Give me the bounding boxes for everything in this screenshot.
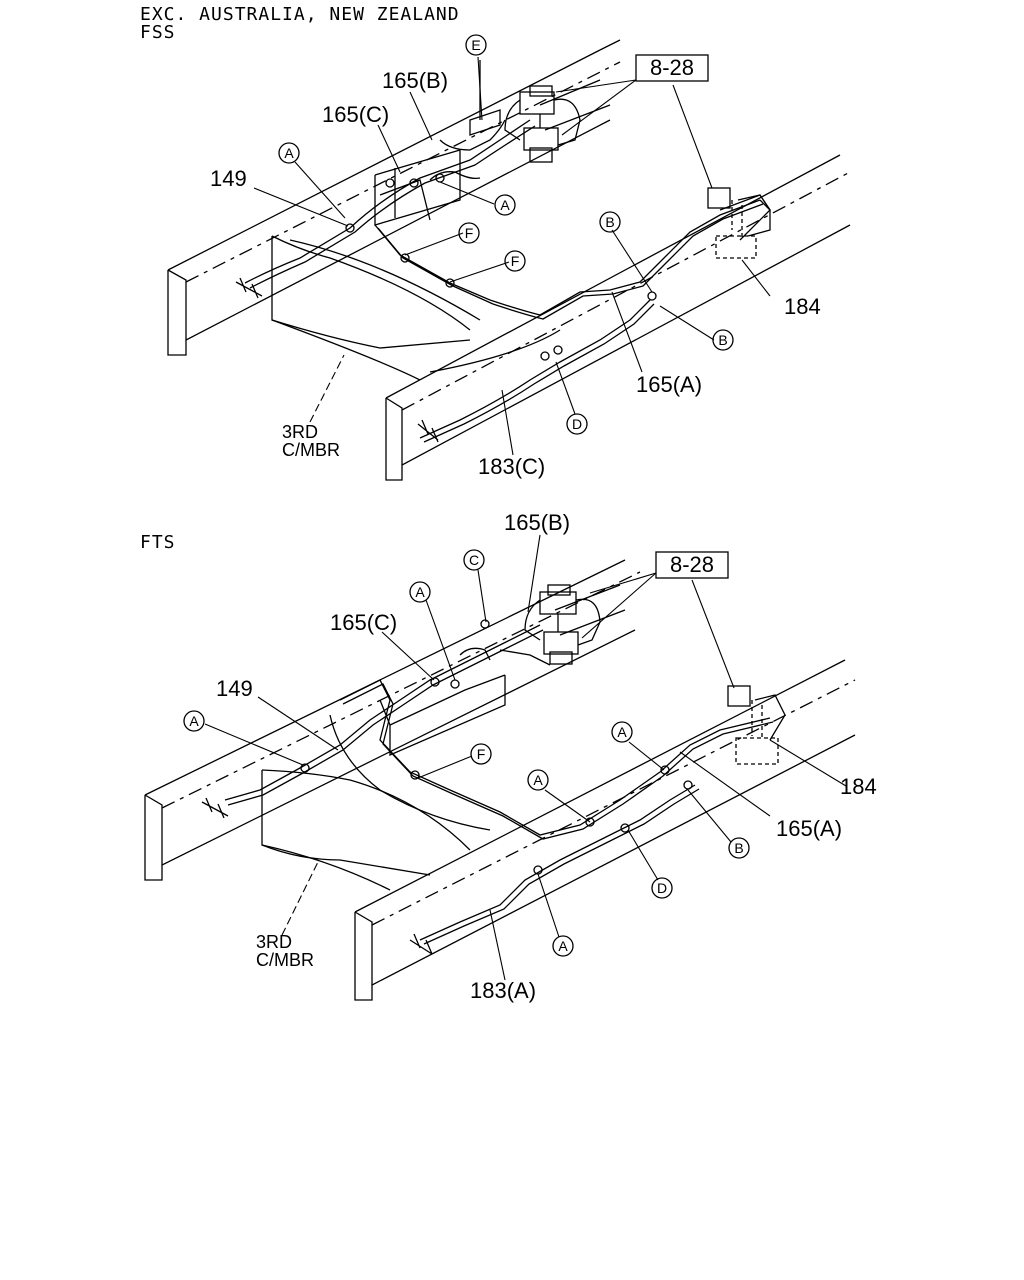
callout-a-3-fts: A: [611, 721, 633, 743]
ref-box-8-28: [635, 54, 709, 82]
diagram-fts: 8-28 165(B) 165(C) 149 184 165(A) 183(A)…: [144, 510, 877, 1003]
valve-bracket-fts: [379, 674, 506, 756]
callout-b-fts-text: B: [734, 840, 743, 856]
callout-a-1: A: [278, 142, 300, 164]
callout-a-1-fts: A: [409, 581, 431, 603]
callout-f-1: F: [458, 222, 480, 244]
part-165b-label-fts: 165(B): [504, 510, 570, 535]
part-149-label: 149: [210, 166, 247, 191]
part-165a-label-fts: 165(A): [776, 816, 842, 841]
callout-f-2-text: F: [511, 253, 520, 269]
callout-b-fts: B: [728, 837, 750, 859]
part-165b-label: 165(B): [382, 68, 448, 93]
callout-f-2: F: [504, 250, 526, 272]
callout-a-2: A: [494, 194, 516, 216]
left-frame-rail: [167, 39, 621, 356]
header-variant-fss: FSS: [140, 22, 176, 43]
crossmember-label-line2-fts: C/MBR: [256, 950, 314, 970]
callout-a-5-fts: A: [552, 935, 574, 957]
callout-f-fts-text: F: [477, 746, 486, 762]
callout-f-fts: F: [470, 743, 492, 765]
callout-a-2-text: A: [500, 197, 510, 213]
crossmember-label-line1-fts: 3RD: [256, 932, 292, 952]
callout-d-fts-text: D: [657, 880, 667, 896]
right-frame-rail-fts: [354, 659, 856, 1001]
callout-a-4-fts-text: A: [533, 772, 543, 788]
left-frame-rail-fts: [144, 559, 641, 881]
callout-a-5-fts-text: A: [558, 938, 568, 954]
part-165c-label-fts: 165(C): [330, 610, 397, 635]
valve-assembly-fts: [524, 584, 601, 665]
crossmember-label-line1: 3RD: [282, 422, 318, 442]
ref-box-8-28-fts: [655, 551, 729, 579]
callout-e-text: E: [471, 37, 480, 53]
callout-c-fts: C: [463, 549, 485, 571]
leader-lines-fts: [204, 534, 847, 981]
part-165a-label: 165(A): [636, 372, 702, 397]
valve-assembly: [469, 60, 581, 163]
pipe-fittings-fts: [201, 619, 693, 955]
brake-pipes-fts: [224, 624, 774, 945]
part-183c-label: 183(C): [478, 454, 545, 479]
part-165c-label: 165(C): [322, 102, 389, 127]
header-variant-fts: FTS: [140, 532, 176, 553]
part-183a-label-fts: 183(A): [470, 978, 536, 1003]
bracket-184: [707, 187, 771, 259]
callout-a-2-fts-text: A: [189, 713, 199, 729]
callout-b-2-text: B: [718, 332, 727, 348]
ref-8-28-label-fts: 8-28: [670, 552, 714, 577]
callout-d-text: D: [572, 416, 582, 432]
callout-a-4-fts: A: [527, 769, 549, 791]
callout-b-1: B: [599, 211, 621, 233]
leader-lines: [253, 56, 771, 456]
callout-b-2: B: [712, 329, 734, 351]
part-184-label: 184: [784, 294, 821, 319]
brake-pipes: [244, 119, 771, 443]
third-crossmember: [271, 79, 611, 381]
header-region: EXC. AUSTRALIA, NEW ZEALAND: [140, 4, 460, 25]
part-184-label-fts: 184: [840, 774, 877, 799]
ref-8-28-label: 8-28: [650, 55, 694, 80]
callout-a-1-fts-text: A: [415, 584, 425, 600]
callout-f-1-text: F: [465, 225, 474, 241]
callout-a-3-fts-text: A: [617, 724, 627, 740]
right-frame-rail: [385, 154, 851, 481]
part-149-label-fts: 149: [216, 676, 253, 701]
callout-d: D: [566, 413, 588, 435]
diagram-fss: 8-28 165(B) 165(C) 149 184 165(A) 183(C)…: [167, 34, 851, 481]
callout-e: E: [465, 34, 487, 56]
callout-a-1-text: A: [284, 145, 294, 161]
third-crossmember-fts: [261, 584, 626, 891]
callout-a-2-fts: A: [183, 710, 205, 732]
callout-c-fts-text: C: [469, 552, 479, 568]
callout-b-1-text: B: [605, 214, 614, 230]
callout-d-fts: D: [651, 877, 673, 899]
bracket-184-fts: [727, 685, 786, 765]
crossmember-label-line2: C/MBR: [282, 440, 340, 460]
